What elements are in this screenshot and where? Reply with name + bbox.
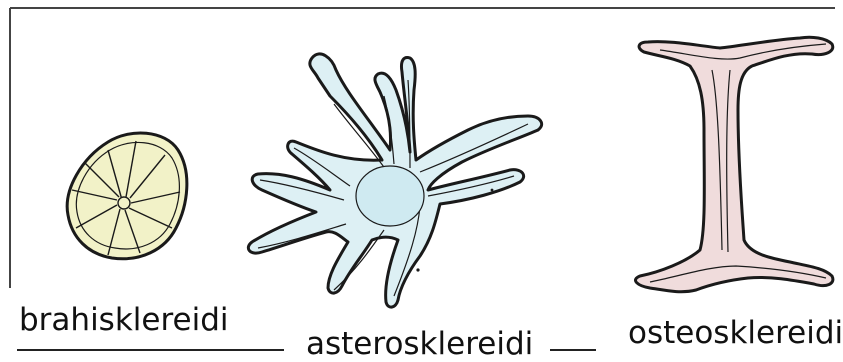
astrosclereid-label: asterosklereidi (306, 329, 533, 360)
speck-dot (416, 268, 419, 271)
speck-dot (491, 189, 494, 192)
brachysclereid-outline (67, 133, 187, 259)
astrosclereid-cell (248, 54, 541, 307)
astrosclereid-lumen (356, 166, 424, 226)
osteosclereid-outline (635, 37, 832, 291)
osteosclereid-label: osteosklereidi (628, 318, 843, 349)
label-underline-middle (550, 349, 596, 351)
label-underline-left (17, 349, 284, 351)
brachysclereid-lumen (118, 197, 130, 209)
osteosclereid-cell (635, 37, 832, 291)
brachysclereid-cell (67, 133, 187, 259)
brachysclereid-label: brahisklereidi (19, 305, 229, 336)
